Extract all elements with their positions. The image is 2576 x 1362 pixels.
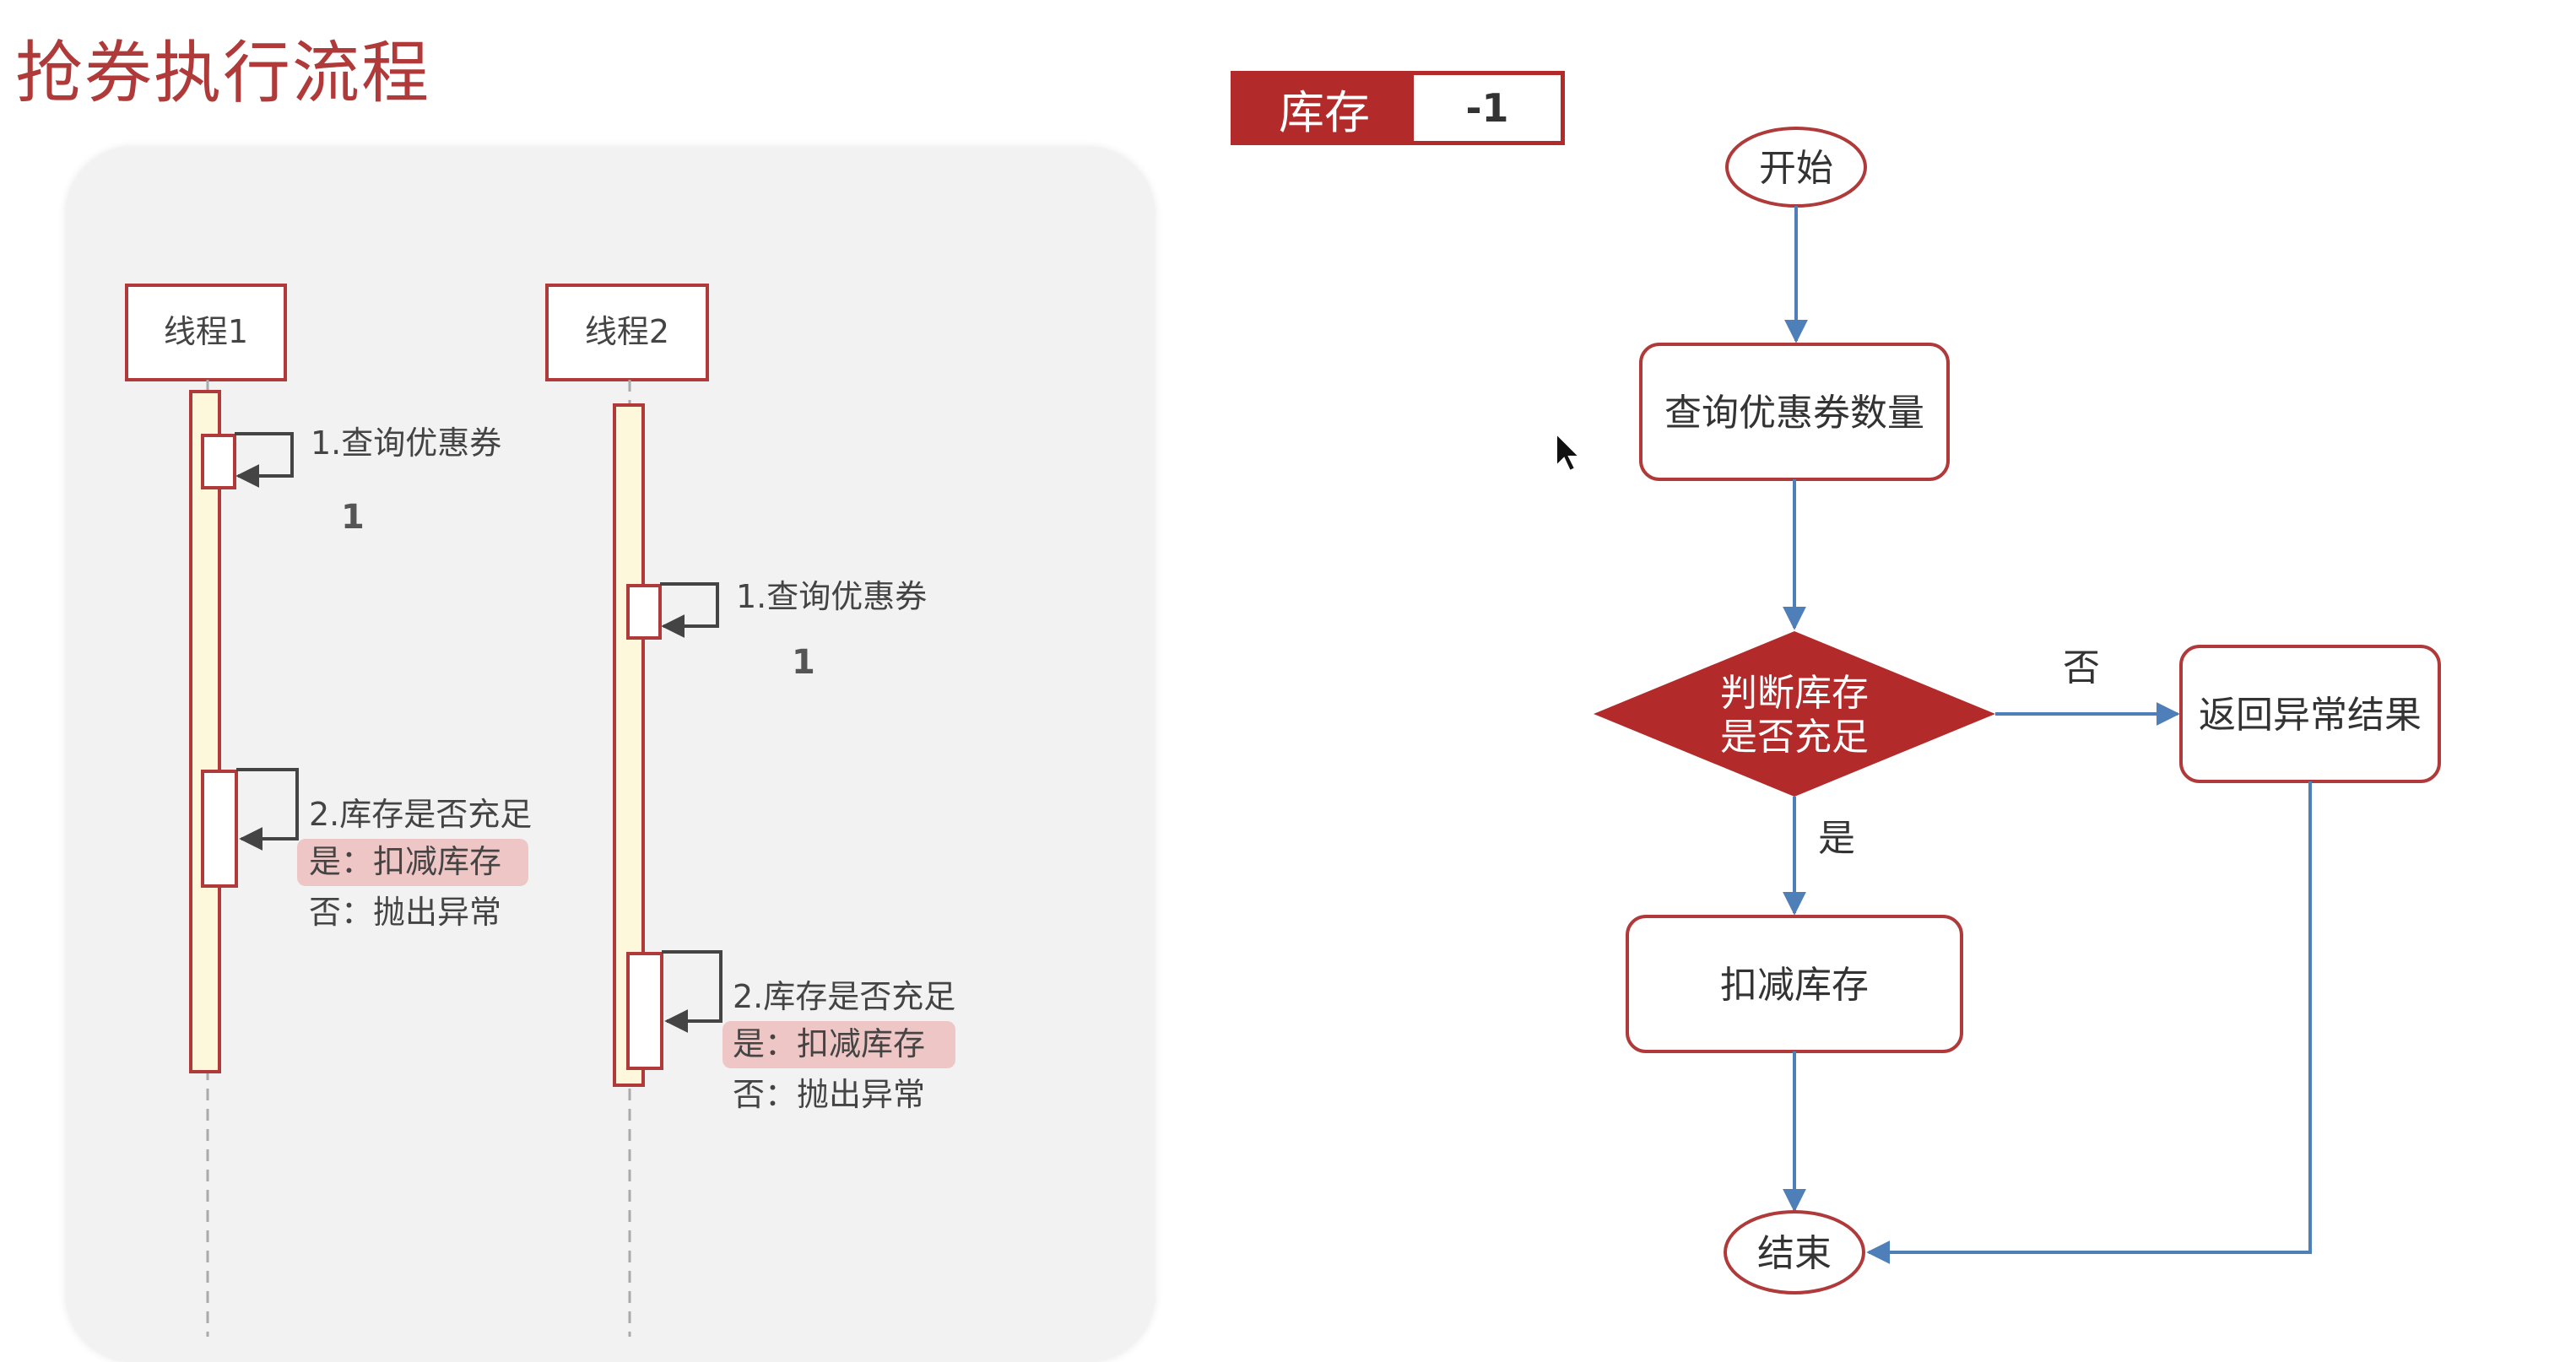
stock-value: -1	[1465, 85, 1509, 131]
stock-indicator: 库存 -1	[1231, 71, 1565, 145]
thread-1-count: 1	[341, 498, 365, 537]
flowchart: 开始 查询优惠券数量 判断库存 是否充足 否 返回异常结果 是 扣减库存 结束	[1594, 127, 2441, 1294]
flow-deduct-label: 扣减库存	[1720, 964, 1869, 1007]
flow-exception-label: 返回异常结果	[2199, 694, 2422, 737]
thread-2-step2-activation	[626, 952, 663, 1070]
arrow-exception-to-end	[1866, 781, 2312, 1264]
thread-1-step2-self-arrow	[236, 768, 299, 851]
thread-2-step1-self-arrow	[660, 582, 719, 638]
stock-label: 库存	[1235, 75, 1414, 141]
thread-1-step2-label: 2.库存是否充足	[309, 796, 532, 833]
flow-end-node	[1724, 1210, 1865, 1294]
thread-1-name: 线程1	[164, 313, 248, 350]
flow-decision-line2: 是否充足	[1720, 716, 1869, 759]
mouse-cursor-icon	[1556, 431, 1582, 473]
flow-decision-node	[1594, 631, 1995, 797]
thread-2-yes-highlight	[722, 1021, 955, 1068]
thread-1-header	[125, 284, 287, 381]
thread-1-step1-label: 1.查询优惠券	[311, 424, 501, 462]
thread-1-step1-self-arrow	[235, 432, 294, 488]
flow-start-label: 开始	[1759, 147, 1833, 190]
thread-2-step1-activation	[626, 584, 662, 640]
flow-query-label: 查询优惠券数量	[1664, 392, 1924, 435]
thread-2-count: 1	[792, 643, 815, 682]
thread-2-step2-label: 2.库存是否充足	[733, 978, 955, 1015]
thread-2: 线程2 1.查询优惠券 1 2.库存是否充足 是：扣减库存 否：抛出异常	[545, 284, 955, 1337]
thread-1: 线程1 1.查询优惠券 1 2.库存是否充足 是：扣减库存 否：抛出异常	[125, 284, 532, 1337]
flow-yes-label: 是	[1818, 817, 1855, 860]
thread-2-yes-label: 是：扣减库存	[733, 1025, 925, 1062]
thread-1-activation	[189, 390, 221, 1073]
page-title: 抢券执行流程	[15, 34, 430, 112]
flow-decision-line1: 判断库存	[1720, 672, 1869, 715]
thread-2-no-label: 否：抛出异常	[733, 1076, 925, 1113]
flow-no-label: 否	[2063, 646, 2100, 689]
thread-2-step2-self-arrow	[662, 950, 722, 1033]
thread-1-step1-activation	[201, 434, 236, 489]
thread-1-yes-label: 是：扣减库存	[309, 843, 501, 880]
thread-1-no-label: 否：抛出异常	[309, 894, 501, 931]
thread-1-step2-activation	[201, 770, 238, 888]
thread-2-name: 线程2	[585, 313, 669, 350]
thread-2-header	[545, 284, 709, 381]
thread-1-yes-highlight	[297, 839, 528, 886]
flow-end-label: 结束	[1757, 1232, 1832, 1275]
thread-2-step1-label: 1.查询优惠券	[736, 578, 927, 615]
